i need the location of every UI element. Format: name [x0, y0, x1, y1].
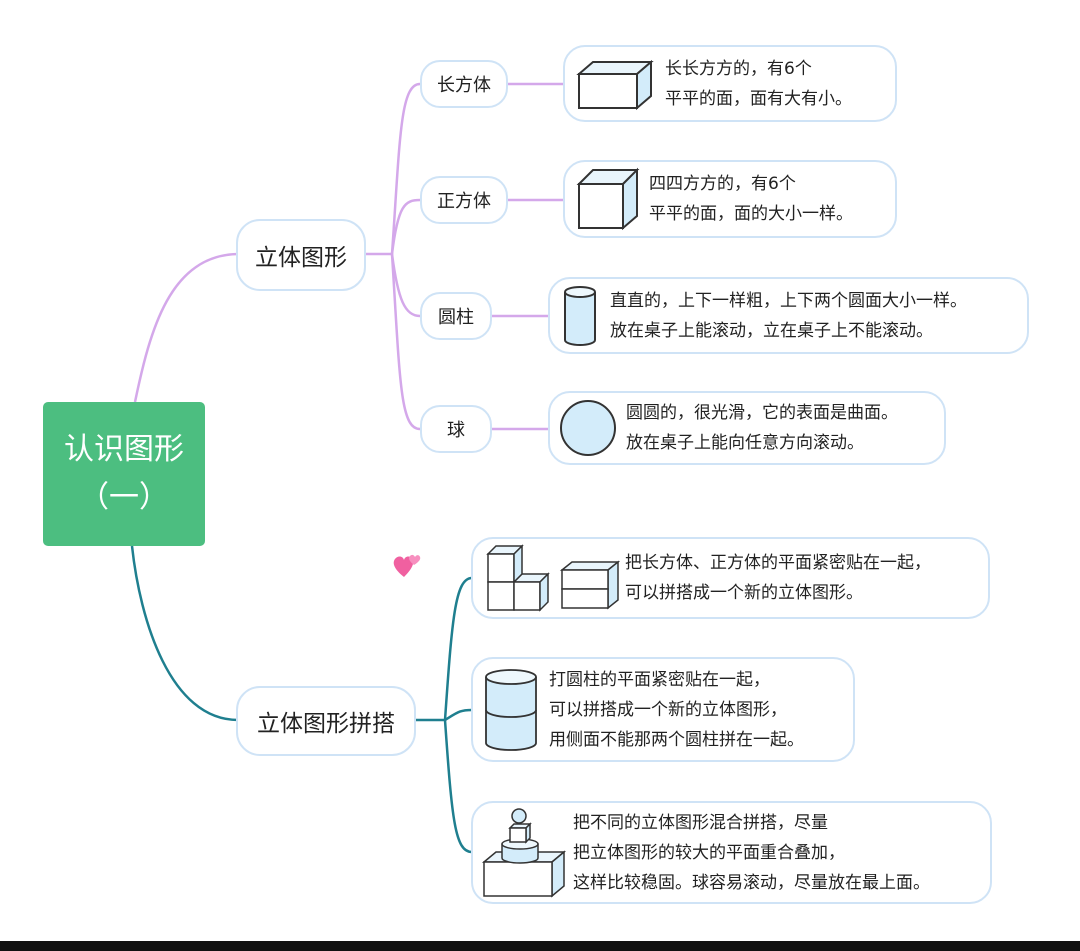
card-text: 直直的，上下一样粗，上下两个圆面大小一样。 放在桌子上能滚动，立在桌子上不能滚动… [610, 286, 967, 346]
card-build-cylinders: 打圆柱的平面紧密贴在一起， 可以拼搭成一个新的立体图形， 用侧面不能那两个圆柱拼… [471, 657, 855, 762]
node-cylinder: 圆柱 [420, 292, 492, 340]
desc-line: 把长方体、正方体的平面紧密贴在一起， [625, 553, 931, 573]
card-text: 长长方方的，有6个 平平的面，面有大有小。 [665, 54, 852, 114]
node-solid-shapes: 立体图形 [236, 219, 366, 291]
desc-line: 放在桌子上能滚动，立在桌子上不能滚动。 [610, 320, 933, 341]
desc-line: 四四方方的，有6个 [649, 174, 796, 194]
mixed-tower-icon [473, 806, 573, 900]
desc-line: 可以拼搭成一个新的立体图形， [549, 699, 787, 720]
desc-line: 放在桌子上能向任意方向滚动。 [626, 433, 864, 453]
cylinder-icon [550, 284, 610, 348]
card-text: 圆圆的，很光滑，它的表面是曲面。 放在桌子上能向任意方向滚动。 [626, 398, 898, 458]
card-text: 把不同的立体图形混合拼搭，尽量 把立体图形的较大的平面重合叠加， 这样比较稳固。… [573, 808, 930, 898]
node-sphere: 球 [420, 405, 492, 453]
node-label: 立体图形 [255, 245, 347, 271]
node-shape-building: 立体图形拼搭 [236, 686, 416, 756]
card-build-mixed: 把不同的立体图形混合拼搭，尽量 把立体图形的较大的平面重合叠加， 这样比较稳固。… [471, 801, 992, 904]
stacked-cylinders-icon [473, 668, 549, 752]
node-cuboid: 长方体 [420, 60, 508, 108]
node-cube: 正方体 [420, 176, 508, 224]
root-node: 认识图形 （一） [43, 402, 205, 546]
desc-line: 平平的面，面有大有小。 [665, 88, 852, 109]
card-cuboid: 长长方方的，有6个 平平的面，面有大有小。 [563, 45, 897, 122]
root-subtitle: （一） [79, 480, 169, 515]
desc-line: 直直的，上下一样粗，上下两个圆面大小一样。 [610, 290, 967, 311]
card-cylinder: 直直的，上下一样粗，上下两个圆面大小一样。 放在桌子上能滚动，立在桌子上不能滚动… [548, 277, 1029, 354]
desc-line: 圆圆的，很光滑，它的表面是曲面。 [626, 403, 898, 423]
node-label: 立体图形拼搭 [257, 711, 395, 737]
node-label: 球 [447, 420, 465, 441]
cuboid-icon [565, 56, 665, 112]
desc-line: 把立体图形的较大的平面重合叠加， [573, 842, 845, 863]
card-sphere: 圆圆的，很光滑，它的表面是曲面。 放在桌子上能向任意方向滚动。 [548, 391, 946, 465]
stacked-cubes-icon [473, 542, 625, 614]
root-title: 认识图形 [64, 432, 184, 467]
desc-line: 打圆柱的平面紧密贴在一起， [549, 669, 770, 690]
heart-icon [392, 551, 422, 583]
node-label: 圆柱 [438, 307, 474, 328]
desc-line: 平平的面，面的大小一样。 [649, 204, 853, 224]
card-text: 把长方体、正方体的平面紧密贴在一起， 可以拼搭成一个新的立体图形。 [625, 548, 931, 608]
desc-line: 可以拼搭成一个新的立体图形。 [625, 583, 863, 603]
node-label: 长方体 [437, 75, 491, 96]
cube-icon [565, 166, 649, 232]
card-build-cuboids: 把长方体、正方体的平面紧密贴在一起， 可以拼搭成一个新的立体图形。 [471, 537, 990, 619]
node-label: 正方体 [437, 191, 491, 212]
bottom-border [0, 941, 1080, 951]
sphere-icon [550, 398, 626, 458]
card-cube: 四四方方的，有6个 平平的面，面的大小一样。 [563, 160, 897, 238]
desc-line: 这样比较稳固。球容易滚动，尽量放在最上面。 [573, 872, 930, 893]
desc-line: 用侧面不能那两个圆柱拼在一起。 [549, 729, 804, 750]
desc-line: 把不同的立体图形混合拼搭，尽量 [573, 812, 828, 833]
card-text: 打圆柱的平面紧密贴在一起， 可以拼搭成一个新的立体图形， 用侧面不能那两个圆柱拼… [549, 665, 804, 755]
card-text: 四四方方的，有6个 平平的面，面的大小一样。 [649, 169, 853, 229]
desc-line: 长长方方的，有6个 [665, 58, 812, 79]
